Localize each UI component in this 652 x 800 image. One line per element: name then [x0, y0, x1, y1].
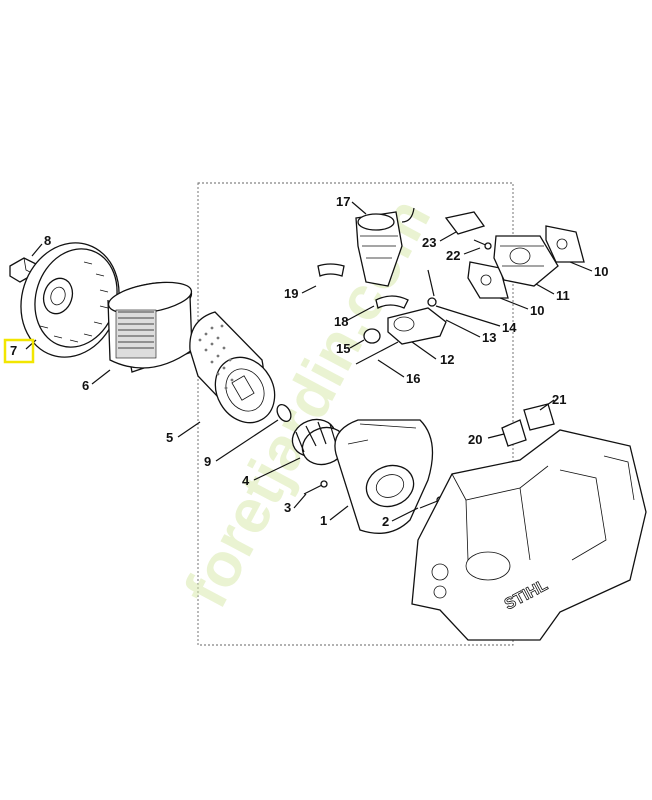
label-part-23[interactable]: 23 [422, 235, 436, 250]
part-22-pin[interactable] [473, 239, 492, 250]
watermark: foretjardin.com [171, 188, 444, 619]
label-part-3[interactable]: 3 [284, 500, 291, 515]
label-part-21[interactable]: 21 [552, 392, 566, 407]
label-part-10-left[interactable]: 10 [530, 303, 544, 318]
label-part-18[interactable]: 18 [334, 314, 348, 329]
group-frame [197, 182, 514, 646]
part-10-gasket-left[interactable] [467, 261, 509, 299]
label-part-2[interactable]: 2 [382, 514, 389, 529]
label-part-12[interactable]: 12 [440, 352, 454, 367]
label-part-10-right[interactable]: 10 [594, 264, 608, 279]
label-part-4[interactable]: 4 [242, 473, 250, 488]
label-part-11[interactable]: 11 [556, 288, 570, 303]
part-20-lever[interactable] [501, 419, 527, 447]
part-23-bracket[interactable] [444, 211, 486, 235]
highlight-part-7 [3, 338, 35, 364]
part-14-bolt[interactable] [427, 269, 435, 297]
part-19-clip[interactable] [317, 263, 345, 277]
label-part-15[interactable]: 15 [336, 341, 350, 356]
label-part-7[interactable]: 7 [10, 343, 17, 358]
label-part-8[interactable]: 8 [44, 233, 51, 248]
label-part-13[interactable]: 13 [482, 330, 496, 345]
label-part-17[interactable]: 17 [336, 194, 350, 209]
label-part-16[interactable]: 16 [406, 371, 420, 386]
label-part-5[interactable]: 5 [166, 430, 173, 445]
part-5-air-filter[interactable] [189, 311, 286, 433]
part-13-spacer[interactable] [427, 297, 437, 307]
part-3-screw[interactable] [303, 480, 328, 495]
part-16-rod[interactable] [355, 341, 399, 365]
crankcase-body: STIHL [411, 429, 647, 641]
label-part-6[interactable]: 6 [82, 378, 89, 393]
part-9-washer[interactable] [274, 402, 293, 424]
leader-lines [25, 201, 593, 522]
part-15-sleeve[interactable] [363, 328, 381, 344]
label-part-19[interactable]: 19 [284, 286, 298, 301]
part-11-carburetor[interactable] [493, 235, 559, 287]
label-part-9[interactable]: 9 [204, 454, 211, 469]
part-17-intake[interactable] [355, 207, 415, 287]
part-21-plate[interactable] [523, 403, 555, 431]
part-12-lever[interactable] [387, 307, 447, 345]
part-labels: 8 7 6 5 9 4 3 1 2 17 19 18 15 16 12 13 1… [10, 194, 608, 529]
label-part-1[interactable]: 1 [320, 513, 327, 528]
label-part-22[interactable]: 22 [446, 248, 460, 263]
part-18-clamp[interactable] [375, 295, 409, 309]
svg-text:foretjardin.com: foretjardin.com [171, 188, 444, 619]
label-part-14[interactable]: 14 [502, 320, 517, 335]
part-1-cover[interactable] [334, 419, 434, 534]
part-7-cover[interactable] [6, 230, 133, 370]
label-part-20[interactable]: 20 [468, 432, 482, 447]
part-6-housing[interactable] [106, 277, 194, 373]
